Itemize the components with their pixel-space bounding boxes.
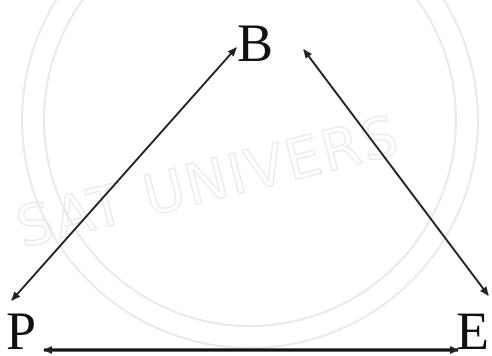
- node-label-b: B: [237, 13, 273, 73]
- watermark-text: SAT UNIVERS: [10, 103, 406, 261]
- edge-p-to-b: [11, 47, 237, 301]
- edge-e-to-b: [303, 49, 489, 296]
- node-label-p: P: [6, 301, 36, 356]
- node-label-e: E: [456, 301, 489, 356]
